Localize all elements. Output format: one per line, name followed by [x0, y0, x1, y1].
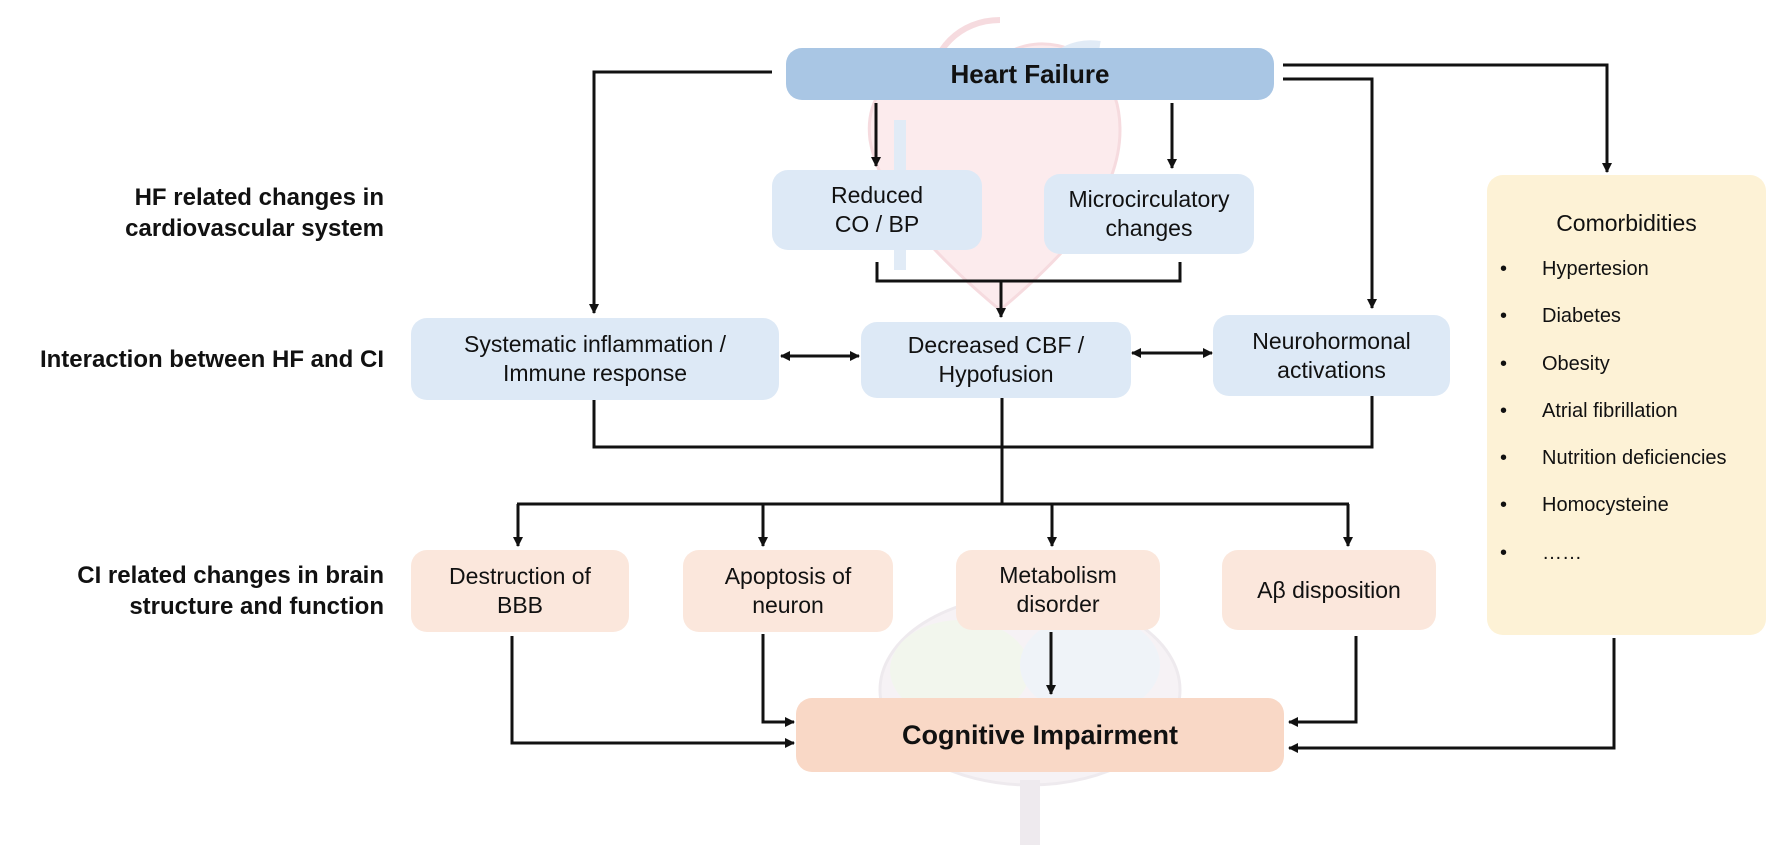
comorbidity-item: •Nutrition deficiencies	[1500, 447, 1727, 470]
node-abeta: Aβ disposition	[1222, 550, 1436, 630]
row-label-interaction: Interaction between HF and CI	[39, 346, 384, 373]
node-cognitive-impairment: Cognitive Impairment	[796, 698, 1284, 772]
node-metabolism: Metabolism disorder	[956, 550, 1160, 630]
comorbidity-item: •Atrial fibrillation	[1500, 399, 1678, 422]
node-microcirculatory: Microcirculatory changes	[1044, 174, 1254, 254]
bracket-interaction	[592, 396, 1374, 449]
arrow-hf-to-neurohormonal	[1283, 77, 1377, 309]
bracket-cardio-changes	[875, 262, 1182, 283]
comorbidities-panel	[1487, 175, 1766, 635]
arrow-hf-to-inflammation	[589, 70, 772, 314]
node-heart-failure: Heart Failure	[786, 48, 1274, 100]
row-label-hf-cardio: HF related changes in cardiovascular sys…	[125, 184, 384, 242]
comorbidity-item: •Homocysteine	[1500, 494, 1669, 517]
node-apoptosis: Apoptosis of neuron	[683, 550, 893, 632]
comorbidities-title: Comorbidities	[1556, 210, 1697, 236]
node-neurohormonal: Neurohormonal activations	[1213, 315, 1450, 396]
node-reduced-co-bp: Reduced CO / BP	[772, 170, 982, 250]
arrow-hf-to-comorbidities	[1283, 63, 1612, 173]
comorbidity-item: •Diabetes	[1500, 305, 1621, 328]
node-bbb: Destruction of BBB	[411, 550, 629, 632]
arrow-abeta-to-ci	[1288, 636, 1358, 727]
node-decreased-cbf: Decreased CBF / Hypofusion	[861, 322, 1131, 398]
row-label-ci-brain: CI related changes in brain structure an…	[77, 562, 384, 620]
arrow-bbb-to-ci	[510, 636, 795, 748]
comorbidity-item: •……	[1500, 541, 1582, 564]
comorbidity-item: •Obesity	[1500, 352, 1610, 375]
node-inflammation: Systematic inflammation / Immune respons…	[411, 318, 779, 400]
arrow-apoptosis-to-ci	[761, 634, 795, 727]
comorbidities-list: •Hypertesion •Diabetes •Obesity •Atrial …	[1500, 258, 1727, 589]
arrow-comorbidities-to-ci	[1288, 638, 1616, 753]
comorbidity-item: •Hypertesion	[1500, 258, 1649, 280]
